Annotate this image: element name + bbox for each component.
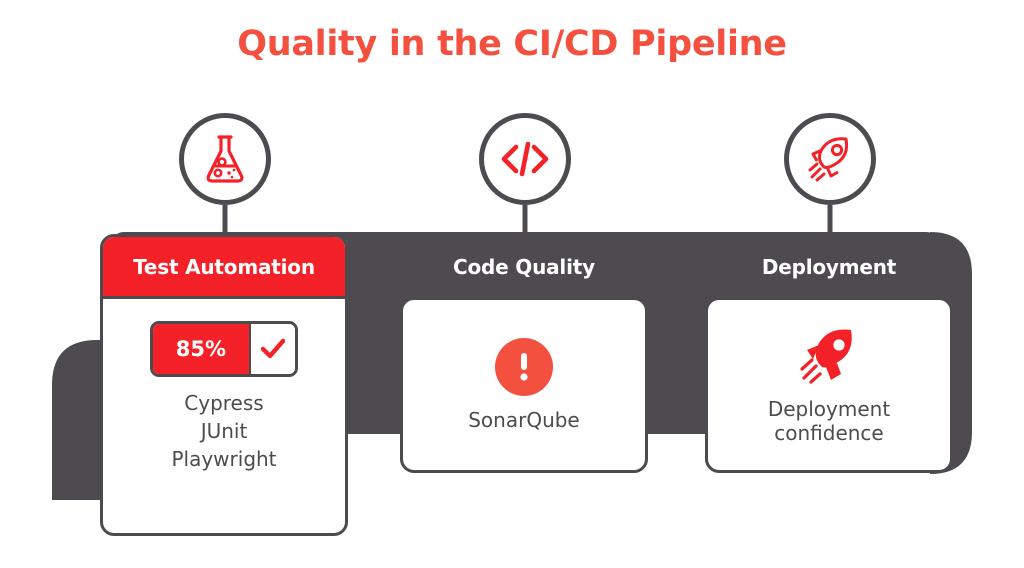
- pipeline-bar-gap-1: [348, 364, 404, 434]
- tool-list: Cypress JUnit Playwright: [171, 393, 276, 470]
- page-title: Quality in the CI/CD Pipeline: [237, 24, 787, 64]
- stage-icon-bubble-test-automation[interactable]: [179, 113, 271, 205]
- stage-caption-deployment: Deployment confidence: [768, 397, 890, 445]
- coverage-progress-value: 85%: [153, 324, 251, 374]
- stage-icon-bubble-deployment[interactable]: [784, 113, 876, 205]
- stage-body-test-automation: 85% Cypress JUnit Playwright: [103, 299, 345, 533]
- list-item: JUnit: [200, 419, 248, 443]
- stage-header-deployment: Deployment: [761, 255, 897, 279]
- pipeline-bar-gap-2: [648, 364, 706, 434]
- stage-header-code-quality: Code Quality: [453, 255, 595, 279]
- stage-card-deployment[interactable]: Deployment confidence: [705, 297, 953, 473]
- stage-caption-line-2: confidence: [774, 421, 884, 445]
- exclamation-circle-icon: [495, 338, 553, 396]
- rocket-outline-icon: [808, 137, 849, 182]
- stage-icon-bubble-code-quality[interactable]: [479, 113, 571, 205]
- checkmark-icon: [250, 324, 295, 374]
- stage-card-test-automation[interactable]: Test Automation 85% Cypress JUnit Playwr…: [100, 234, 348, 536]
- code-brackets-icon: [501, 141, 549, 177]
- list-item: Cypress: [184, 391, 264, 415]
- stage-header-test-automation: Test Automation: [103, 237, 345, 299]
- stage-card-code-quality[interactable]: SonarQube: [400, 297, 648, 473]
- coverage-progress-bar[interactable]: 85%: [150, 321, 298, 377]
- rocket-filled-icon: [800, 329, 852, 384]
- stage-caption-code-quality: SonarQube: [468, 408, 580, 432]
- flask-icon: [206, 135, 244, 183]
- stage-caption-line-1: Deployment: [767, 397, 891, 421]
- list-item: Playwright: [171, 447, 277, 471]
